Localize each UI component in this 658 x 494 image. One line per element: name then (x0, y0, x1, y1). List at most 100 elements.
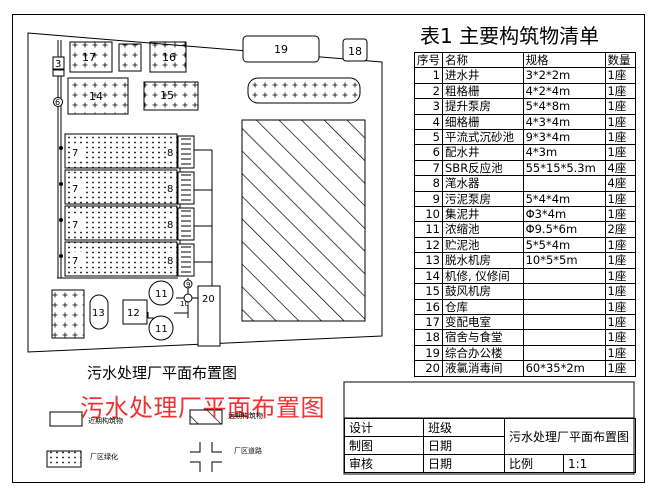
row-spec (522, 298, 606, 315)
row-spec (522, 283, 606, 300)
row-qty: 1座 (604, 313, 636, 331)
row-qty: 1座 (604, 329, 636, 346)
green-small-1 (118, 43, 142, 72)
row-qty: 1座 (604, 267, 636, 285)
row-spec: 60*35*2m (522, 360, 606, 377)
unit-12 (122, 299, 148, 325)
header-spec: 规格 (522, 51, 606, 69)
svg-text:7: 7 (72, 184, 78, 195)
row-no: 14 (414, 267, 443, 285)
row-spec: 3*2*2m (522, 67, 606, 84)
row-qty: 1座 (604, 344, 636, 362)
row-qty: 4座 (604, 175, 636, 192)
row-qty: 1座 (604, 144, 636, 161)
building-16 (149, 41, 187, 73)
unit-20-label: 20 (202, 294, 215, 305)
building-15 (143, 81, 199, 111)
title-block: 设计 班级 污水处理厂平面布置图 制图 日期 审核 日期 比例 1:1 (344, 418, 636, 473)
row-spec: 55*15*5.3m (522, 159, 606, 177)
svg-text:8: 8 (167, 256, 173, 267)
row-no: 9 (414, 190, 443, 208)
tb-scale-value: 1:1 (563, 454, 636, 473)
legend-green-label: 厂区绿化 (90, 453, 118, 461)
row-no: 18 (414, 329, 443, 346)
row-qty: 1座 (604, 98, 636, 115)
row-spec (522, 175, 606, 192)
row-name: 脱水机房 (442, 252, 524, 269)
unit-20 (197, 285, 221, 347)
building-14-label: 14 (89, 90, 103, 103)
header-no: 序号 (414, 51, 443, 69)
building-18 (342, 38, 368, 62)
legend-green-symbol (46, 450, 82, 468)
tb-design: 设计 (344, 418, 424, 437)
unit-12-label: 12 (127, 308, 140, 319)
row-no: 10 (414, 206, 443, 223)
row-spec: 4*2*4m (522, 82, 606, 100)
row-no: 16 (414, 298, 443, 315)
header-qty: 数量 (604, 51, 636, 69)
row-qty: 4座 (604, 159, 636, 177)
row-qty: 1座 (604, 236, 636, 254)
future-area (241, 119, 366, 322)
unit-9-label: 9 (186, 281, 190, 289)
row-name: 综合办公楼 (442, 344, 524, 362)
row-spec (522, 313, 606, 331)
row-no: 17 (414, 313, 443, 331)
table-header-row: 序号 名称 规格 数量 (414, 51, 636, 69)
row-qty: 1座 (604, 82, 636, 100)
row-qty: 1座 (604, 190, 636, 208)
unit-11b (148, 315, 174, 341)
unit-10 (183, 293, 193, 303)
row-no: 20 (414, 360, 443, 377)
row-qty: 1座 (604, 113, 636, 131)
unit-3-label: 3 (55, 59, 61, 70)
row-no: 3 (414, 98, 443, 115)
legend-existing-label: 近期构筑物 (88, 417, 123, 425)
row-spec (522, 329, 606, 346)
row-spec: 9*3*4m (522, 129, 606, 146)
row-spec (522, 267, 606, 285)
row-name: 仓库 (442, 298, 524, 315)
row-no: 1 (414, 67, 443, 84)
row-name: 浓缩池 (442, 221, 524, 238)
plan-caption: 污水处理厂平面布置图 (87, 364, 238, 382)
building-19-label: 19 (274, 43, 288, 56)
unit-11a (148, 280, 174, 306)
building-18-label: 18 (348, 45, 362, 58)
row-name: 进水井 (442, 67, 524, 84)
tb-draw: 制图 (344, 436, 424, 455)
tb-class: 班级 (423, 418, 505, 437)
tb-drawing-name: 污水处理厂平面布置图 (504, 418, 636, 455)
legend-existing-symbol (49, 411, 83, 427)
building-17 (69, 41, 113, 73)
unit-9 (183, 279, 193, 289)
row-name: SBR反应池 (442, 159, 524, 177)
unit-6-circle (53, 97, 63, 107)
sbr-reactors: 7 7 7 7 8 8 8 8 (59, 133, 195, 277)
row-name: 配水井 (442, 144, 524, 161)
svg-text:8: 8 (167, 148, 173, 159)
row-no: 12 (414, 236, 443, 254)
svg-text:7: 7 (72, 148, 78, 159)
green-area-bottom (51, 289, 85, 339)
row-no: 4 (414, 113, 443, 131)
building-17-label: 17 (82, 51, 96, 64)
building-16-label: 16 (162, 51, 176, 64)
legend-road-symbol (190, 442, 222, 472)
